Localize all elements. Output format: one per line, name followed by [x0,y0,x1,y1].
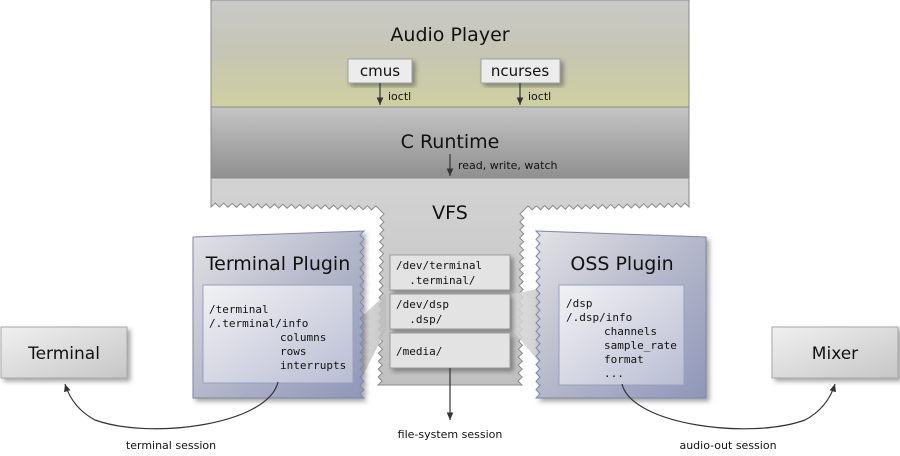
cmus-box [347,58,413,84]
vfs-entry-dsp-line2: .dsp/ [396,313,442,326]
terminal-file-0: /terminal [209,303,269,316]
filesystem-session-label: file-system session [398,428,503,441]
oss-file-5: ... [604,367,624,380]
vfs-entry-dsp [389,293,511,330]
vfs-entry-terminal-line2: .terminal/ [396,274,475,287]
ncurses-box [480,58,561,84]
vfs-entry-terminal [389,254,511,291]
c-runtime-title: C Runtime [401,131,500,153]
ncurses-label: ncurses [491,62,549,80]
oss-file-1: /.dsp/info [566,311,632,324]
audio-player-layer: Audio Player cmus ncurses ioctl ioctl [210,0,690,108]
terminal-plugin: Terminal Plugin /terminal /.terminal/inf… [192,230,366,399]
audio-out-session-arrow [621,383,836,430]
terminal-file-1: /.terminal/info [209,317,308,330]
mixer-endpoint: Mixer [771,326,899,379]
runtime-arrow-label: read, write, watch [458,159,558,172]
oss-file-0: /dsp [566,297,593,310]
oss-file-3: sample_rate [604,339,677,352]
oss-plugin-title: OSS Plugin [570,253,673,275]
terminal-file-4: interrupts [280,359,346,372]
audio-out-session-label: audio-out session [679,439,776,452]
mixer-endpoint-label: Mixer [812,344,858,364]
terminal-plugin-title: Terminal Plugin [205,253,351,275]
terminal-session-arrow [64,381,279,430]
terminal-endpoint-label: Terminal [27,344,100,364]
audio-player-title: Audio Player [390,24,509,46]
oss-file-4: format [604,353,644,366]
oss-file-2: channels [604,325,657,338]
vfs-entry-dsp-line1: /dev/dsp [396,298,449,311]
oss-files-box [558,284,685,386]
cmus-label: cmus [360,62,400,80]
c-runtime-layer: C Runtime read, write, watch [210,106,690,179]
terminal-session-label: terminal session [126,439,216,452]
vfs-entry-media [389,332,511,369]
vfs-title: VFS [432,202,468,224]
terminal-file-3: rows [280,345,307,358]
vfs-entry-terminal-line1: /dev/terminal [396,259,482,272]
terminal-endpoint: Terminal [0,326,128,379]
vfs-entry-media-line1: /media/ [396,345,442,358]
oss-plugin: OSS Plugin /dsp /.dsp/info channels samp… [534,230,707,399]
cmus-ioctl-label: ioctl [388,90,411,103]
terminal-file-2: columns [280,331,326,344]
ncurses-ioctl-label: ioctl [528,90,551,103]
